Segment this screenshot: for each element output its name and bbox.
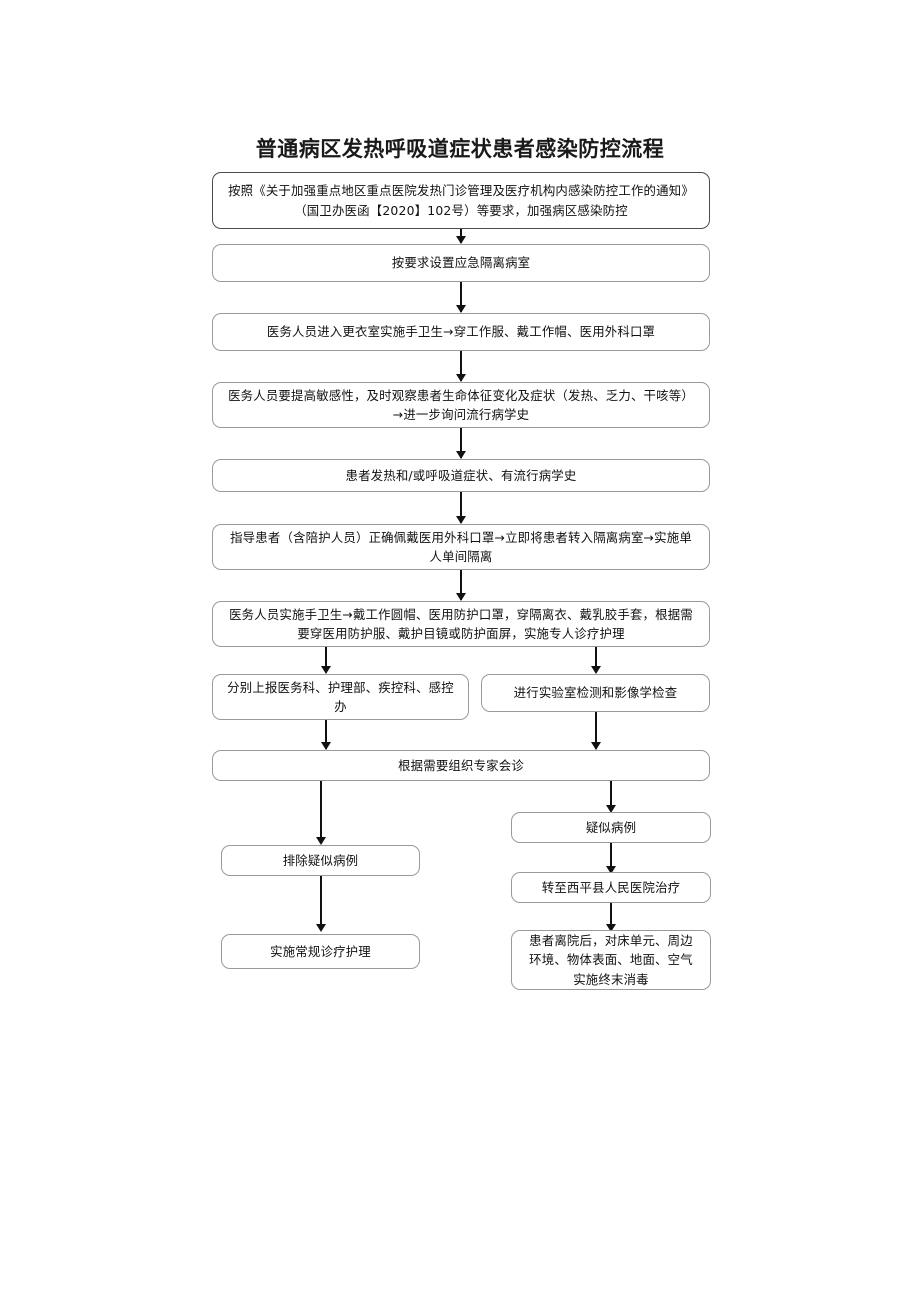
edge-n9-n10-line (595, 712, 597, 749)
node-suspected-case-label: 疑似病例 (585, 819, 637, 835)
edge-n3-n4-line (460, 351, 462, 381)
edge-n4-n5-arrowhead (456, 451, 466, 459)
node-routine-diagnosis-care: 实施常规诊疗护理 (221, 934, 420, 969)
node-lab-and-imaging-tests-label: 进行实验室检测和影像学检查 (513, 685, 678, 701)
edge-n14-n15-arrowhead (606, 924, 616, 932)
edge-n10-n12-arrowhead (606, 805, 616, 813)
edge-n14-n15-line (610, 903, 612, 929)
node-staff-hand-hygiene-dressing-label: 医务人员进入更衣室实施手卫生→穿工作服、戴工作帽、医用外科口罩 (266, 324, 656, 340)
node-exclude-suspected-case: 排除疑似病例 (221, 845, 420, 876)
edge-n8-n10-arrowhead (321, 742, 331, 750)
page-title: 普通病区发热呼吸道症状患者感染防控流程 (255, 137, 665, 161)
node-lab-and-imaging-tests: 进行实验室检测和影像学检查 (481, 674, 710, 712)
node-patient-symptom-criteria: 患者发热和/或呼吸道症状、有流行病学史 (212, 459, 710, 492)
edge-n11-n13-arrowhead (316, 924, 326, 932)
edge-n5-n6-arrowhead (456, 516, 466, 524)
edge-n10-n11-line (320, 781, 322, 843)
edge-n9-n10-arrowhead (591, 742, 601, 750)
node-transfer-to-xiping-hospital: 转至西平县人民医院治疗 (511, 872, 711, 903)
node-policy-basis-label: 按照《关于加强重点地区重点医院发热门诊管理及医疗机构内感染防控工作的通知》（国卫… (228, 183, 694, 218)
edge-n6-n7-arrowhead (456, 593, 466, 601)
edge-n7-n8-arrowhead (321, 666, 331, 674)
edge-n7-n9-line (595, 647, 597, 672)
edge-n6-n7-line (460, 570, 462, 600)
node-report-to-departments-label: 分别上报医务科、护理部、疾控科、感控办 (227, 679, 454, 714)
node-setup-isolation-room: 按要求设置应急隔离病室 (212, 244, 710, 282)
node-observe-vital-signs: 医务人员要提高敏感性，及时观察患者生命体征变化及症状（发热、乏力、干咳等）→进一… (212, 382, 710, 428)
edge-n12-n14-line (610, 843, 612, 871)
node-expert-consultation: 根据需要组织专家会诊 (212, 750, 710, 781)
edge-n5-n6-line (460, 492, 462, 523)
node-staff-ppe-dedicated-care-label: 医务人员实施手卫生→戴工作圆帽、医用防护口罩，穿隔离衣、戴乳胶手套，根据需要穿医… (229, 606, 693, 641)
edge-n2-n3-arrowhead (456, 305, 466, 313)
node-staff-ppe-dedicated-care: 医务人员实施手卫生→戴工作圆帽、医用防护口罩，穿隔离衣、戴乳胶手套，根据需要穿医… (212, 601, 710, 647)
edge-n7-n9-arrowhead (591, 666, 601, 674)
edge-n2-n3-line (460, 282, 462, 312)
edge-n3-n4-arrowhead (456, 374, 466, 382)
edge-n1-n2-arrowhead (456, 236, 466, 244)
node-exclude-suspected-case-label: 排除疑似病例 (282, 852, 359, 868)
node-report-to-departments: 分别上报医务科、护理部、疾控科、感控办 (212, 674, 469, 720)
edge-n10-n11-arrowhead (316, 837, 326, 845)
edge-n10-n12-line (610, 781, 612, 811)
node-expert-consultation-label: 根据需要组织专家会诊 (398, 757, 524, 773)
node-patient-symptom-criteria-label: 患者发热和/或呼吸道症状、有流行病学史 (345, 467, 577, 483)
edge-n7-n8-line (325, 647, 327, 672)
node-guide-patient-mask-transfer: 指导患者（含陪护人员）正确佩戴医用外科口罩→立即将患者转入隔离病室→实施单人单间… (212, 524, 710, 570)
node-policy-basis: 按照《关于加强重点地区重点医院发热门诊管理及医疗机构内感染防控工作的通知》（国卫… (212, 172, 710, 229)
node-observe-vital-signs-label: 医务人员要提高敏感性，及时观察患者生命体征变化及症状（发热、乏力、干咳等）→进一… (228, 387, 694, 422)
edge-n11-n13-line (320, 876, 322, 930)
node-suspected-case: 疑似病例 (511, 812, 711, 843)
edge-n8-n10-line (325, 720, 327, 749)
node-setup-isolation-room-label: 按要求设置应急隔离病室 (391, 255, 531, 271)
edge-n4-n5-line (460, 428, 462, 458)
edge-n12-n14-arrowhead (606, 866, 616, 874)
node-transfer-to-xiping-hospital-label: 转至西平县人民医院治疗 (541, 879, 681, 895)
node-staff-hand-hygiene-dressing: 医务人员进入更衣室实施手卫生→穿工作服、戴工作帽、医用外科口罩 (212, 313, 710, 351)
node-guide-patient-mask-transfer-label: 指导患者（含陪护人员）正确佩戴医用外科口罩→立即将患者转入隔离病室→实施单人单间… (230, 529, 692, 564)
node-terminal-disinfection-label: 患者离院后，对床单元、周边环境、物体表面、地面、空气实施终末消毒 (529, 933, 693, 987)
node-routine-diagnosis-care-label: 实施常规诊疗护理 (270, 943, 371, 959)
node-terminal-disinfection: 患者离院后，对床单元、周边环境、物体表面、地面、空气实施终末消毒 (511, 930, 711, 990)
